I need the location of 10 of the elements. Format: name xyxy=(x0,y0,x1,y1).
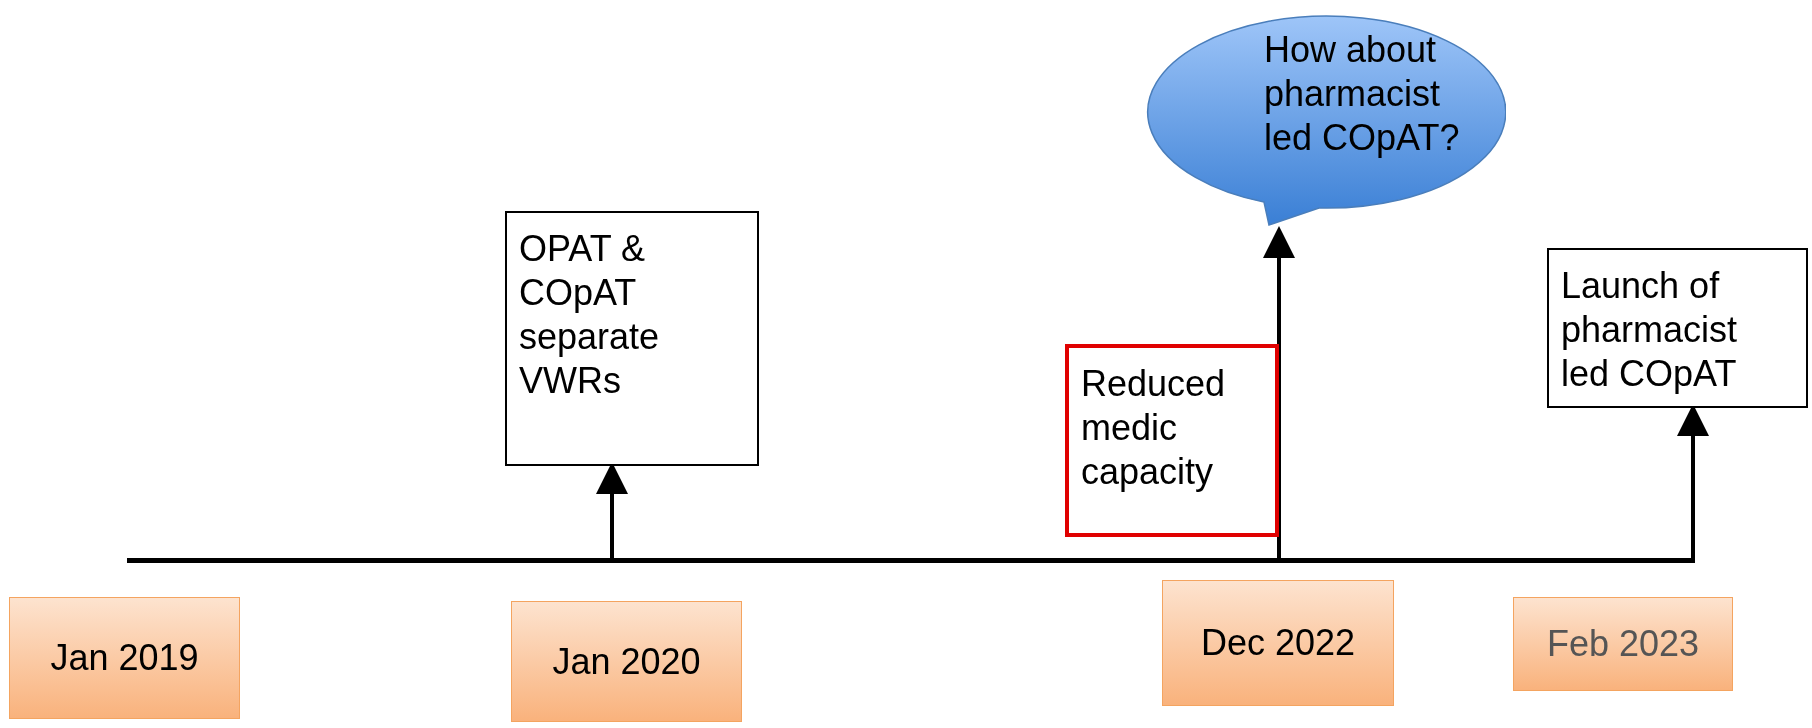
note-box: Reduced medic capacity xyxy=(1065,344,1279,537)
arrow xyxy=(1263,226,1295,558)
note-box: OPAT & COpAT separate VWRs xyxy=(505,211,759,466)
bubble-text: How about pharmacist led COpAT? xyxy=(1264,28,1461,160)
date-box: Jan 2019 xyxy=(9,597,240,719)
timeline-bar xyxy=(127,558,1695,563)
date-box: Jan 2020 xyxy=(511,601,742,722)
date-box: Dec 2022 xyxy=(1162,580,1394,706)
note-box: Launch of pharmacist led COpAT xyxy=(1547,248,1808,408)
date-box: Feb 2023 xyxy=(1513,597,1733,691)
